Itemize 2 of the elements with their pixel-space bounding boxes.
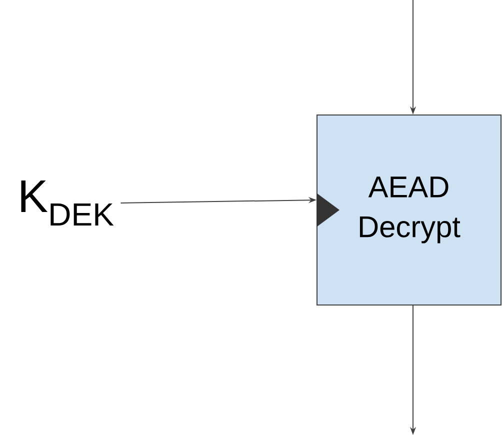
key-label: K$_{DEK}$	[21, 180, 114, 226]
decrypt-box: AEAD Decrypt	[316, 114, 502, 306]
